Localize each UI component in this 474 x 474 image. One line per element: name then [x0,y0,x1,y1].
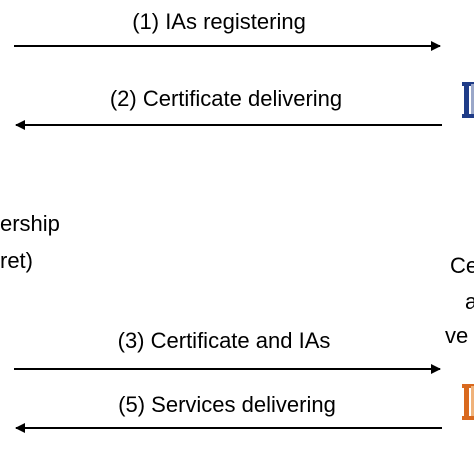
right-actor-text-line2: a [465,289,474,314]
document-icon-top [462,82,474,118]
label-certificate-and-ias: (3) Certificate and IAs [117,328,331,353]
left-actor-text-line1: ership [0,211,60,236]
label-certificate-delivering: (2) Certificate delivering [109,86,343,111]
label-services-delivering: (5) Services delivering [118,392,336,417]
right-actor-text-line1: Ce [450,253,474,278]
right-actor-text-line3: ve [445,323,469,348]
left-actor-text-line2: ret) [0,248,33,273]
label-ias-registering: (1) IAs registering [132,9,306,34]
document-icon-bottom [462,384,474,420]
